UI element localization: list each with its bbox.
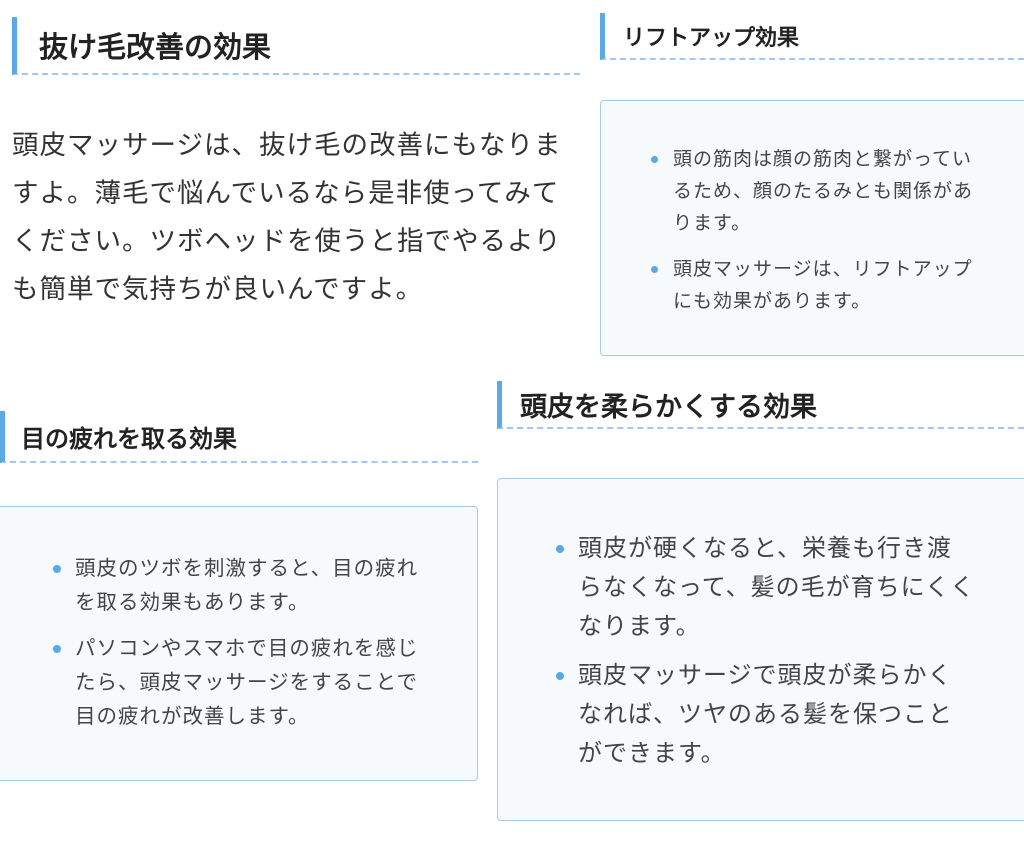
list-item: 頭皮が硬くなると、栄養も行き渡らなくなって、髪の毛が育ちにくくなります。 xyxy=(556,529,976,646)
heading-text: 目の疲れを取る効果 xyxy=(21,424,237,453)
bullet-dot-icon xyxy=(651,156,658,163)
bullet-dot-icon xyxy=(53,565,61,573)
list-item: 頭皮のツボを刺激すると、目の疲れを取る効果もあります。 xyxy=(53,551,433,619)
bullet-list: 頭の筋肉は顔の筋肉と繋がっているため、顔のたるみとも関係があります。 頭皮マッサ… xyxy=(651,143,991,331)
list-item-text: 頭の筋肉は顔の筋肉と繋がっているため、顔のたるみとも関係があります。 xyxy=(673,148,974,234)
list-item: 頭皮マッサージは、リフトアップにも効果があります。 xyxy=(651,253,991,317)
section-body-hair-loss: 頭皮マッサージは、抜け毛の改善にもなりますよ。薄毛で悩んでいるなら是非使ってみて… xyxy=(12,130,562,305)
bullet-dot-icon xyxy=(556,545,564,553)
bullet-box-soften-scalp: 頭皮が硬くなると、栄養も行き渡らなくなって、髪の毛が育ちにくくなります。 頭皮マ… xyxy=(497,478,1024,821)
list-item-text: 頭皮が硬くなると、栄養も行き渡らなくなって、髪の毛が育ちにくくなります。 xyxy=(578,534,976,640)
heading-text: 頭皮を柔らかくする効果 xyxy=(520,391,817,423)
heading-text: リフトアップ効果 xyxy=(623,25,800,51)
bullet-dot-icon xyxy=(53,645,61,653)
list-item-text: 頭皮のツボを刺激すると、目の疲れを取る効果もあります。 xyxy=(75,556,419,614)
list-item: 頭の筋肉は顔の筋肉と繋がっているため、顔のたるみとも関係があります。 xyxy=(651,143,991,239)
section-heading-eye-fatigue: 目の疲れを取る効果 xyxy=(0,411,478,463)
section-heading-hair-loss: 抜け毛改善の効果 xyxy=(12,17,580,75)
heading-text: 抜け毛改善の効果 xyxy=(39,30,272,64)
bullet-dot-icon xyxy=(556,672,564,680)
bullet-box-lift-up: 頭の筋肉は顔の筋肉と繋がっているため、顔のたるみとも関係があります。 頭皮マッサ… xyxy=(600,100,1024,356)
list-item-text: 頭皮マッサージで頭皮が柔らかくなれば、ツヤのある髪を保つことができます。 xyxy=(578,661,953,767)
list-item: 頭皮マッサージで頭皮が柔らかくなれば、ツヤのある髪を保つことができます。 xyxy=(556,656,976,773)
bullet-list: 頭皮が硬くなると、栄養も行き渡らなくなって、髪の毛が育ちにくくなります。 頭皮マ… xyxy=(556,529,976,783)
bullet-box-eye-fatigue: 頭皮のツボを刺激すると、目の疲れを取る効果もあります。 パソコンやスマホで目の疲… xyxy=(0,506,478,781)
bullet-list: 頭皮のツボを刺激すると、目の疲れを取る効果もあります。 パソコンやスマホで目の疲… xyxy=(53,551,433,745)
section-heading-soften-scalp: 頭皮を柔らかくする効果 xyxy=(497,381,1024,429)
section-heading-lift-up: リフトアップ効果 xyxy=(600,13,1024,60)
list-item-text: 頭皮マッサージは、リフトアップにも効果があります。 xyxy=(673,258,973,312)
bullet-dot-icon xyxy=(651,266,658,273)
list-item-text: パソコンやスマホで目の疲れを感じたら、頭皮マッサージをすることで目の疲れが改善し… xyxy=(75,636,419,728)
list-item: パソコンやスマホで目の疲れを感じたら、頭皮マッサージをすることで目の疲れが改善し… xyxy=(53,631,433,733)
